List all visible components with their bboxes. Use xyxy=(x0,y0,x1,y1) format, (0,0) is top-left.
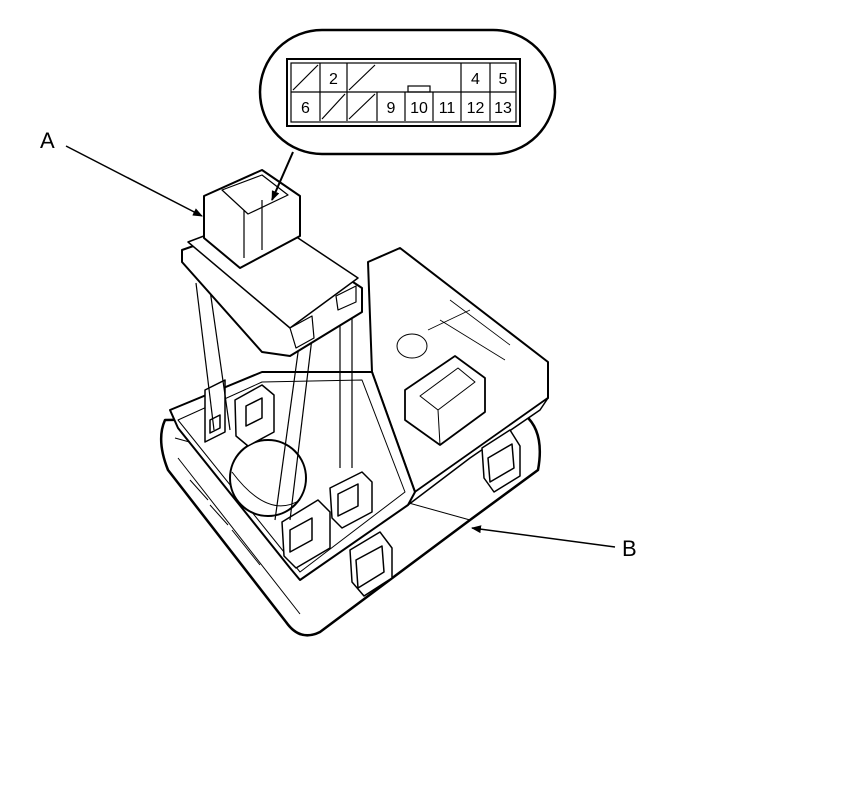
callout-label-b: B xyxy=(622,536,637,561)
locking-notch xyxy=(407,85,431,93)
relay-box-b xyxy=(159,247,549,637)
callout-b: B xyxy=(471,525,637,561)
callout-arrow-a xyxy=(65,145,203,217)
pin-number: 9 xyxy=(387,100,396,117)
pin-number: 6 xyxy=(301,100,310,117)
relay-a xyxy=(181,169,363,521)
terminal-slots-left xyxy=(204,379,275,447)
pin-number: 11 xyxy=(439,100,456,117)
pin-number: 12 xyxy=(467,100,485,117)
side-clips xyxy=(349,429,521,597)
pin-grid: 2 4 5 6 9 10 11 12 13 xyxy=(291,63,516,121)
unused-cavity-mark xyxy=(321,93,346,120)
callout-a: A xyxy=(40,128,203,217)
round-opening xyxy=(229,439,307,517)
pin-number: 5 xyxy=(499,71,508,88)
terminal-slots-front xyxy=(281,471,373,569)
callout-label-a: A xyxy=(40,128,55,153)
pin-number: 13 xyxy=(494,100,512,117)
guide-lines xyxy=(195,282,353,521)
unused-cavity-mark xyxy=(348,64,376,91)
callout-arrow-b xyxy=(471,525,616,548)
pin-number: 2 xyxy=(329,71,338,88)
pin-number: 10 xyxy=(410,100,428,117)
callout-leader xyxy=(271,151,294,201)
pin-number: 4 xyxy=(471,71,480,88)
connector-face-callout: 2 4 5 6 9 10 11 12 13 xyxy=(258,28,557,201)
top-surface-hole xyxy=(396,333,428,359)
unused-cavity-mark xyxy=(292,64,319,91)
unused-cavity-mark xyxy=(348,93,376,120)
